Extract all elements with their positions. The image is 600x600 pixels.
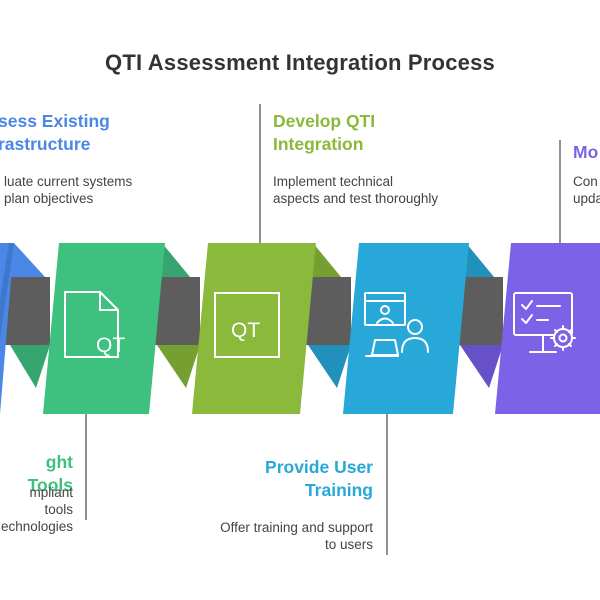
qti-document-icon-text: QT	[96, 334, 125, 357]
step-2-description: mpliant tools echnologies	[0, 485, 73, 534]
monitor-settings-icon	[513, 292, 576, 353]
step-5-description: Con upda	[573, 174, 600, 206]
step-1-description: luate current systems plan objectives	[4, 174, 133, 206]
step-3-shape	[157, 243, 341, 414]
qti-frame-icon: QT	[214, 292, 280, 358]
step-3-description: Implement technical aspects and test tho…	[273, 174, 439, 206]
step-1-shape	[0, 243, 45, 414]
step-4-description: Offer training and support to users	[220, 520, 373, 552]
step-4-title: Provide User Training	[265, 457, 373, 500]
connector-1-2	[4, 277, 50, 345]
step-2-title: ght Tools	[27, 452, 73, 495]
step-5-title: Mo	[573, 142, 599, 162]
step-2-shape	[10, 243, 190, 414]
step-5-shape	[460, 243, 600, 414]
step-1-title: sess Existing rastructure	[0, 111, 110, 154]
page-title: QTI Assessment Integration Process	[105, 50, 495, 75]
qti-document-icon: QT	[64, 291, 125, 358]
step-4-shape	[308, 243, 494, 414]
step-3-title: Develop QTI Integration	[273, 111, 376, 154]
qti-frame-icon-text: QT	[231, 319, 260, 342]
user-training-icon	[364, 292, 429, 357]
